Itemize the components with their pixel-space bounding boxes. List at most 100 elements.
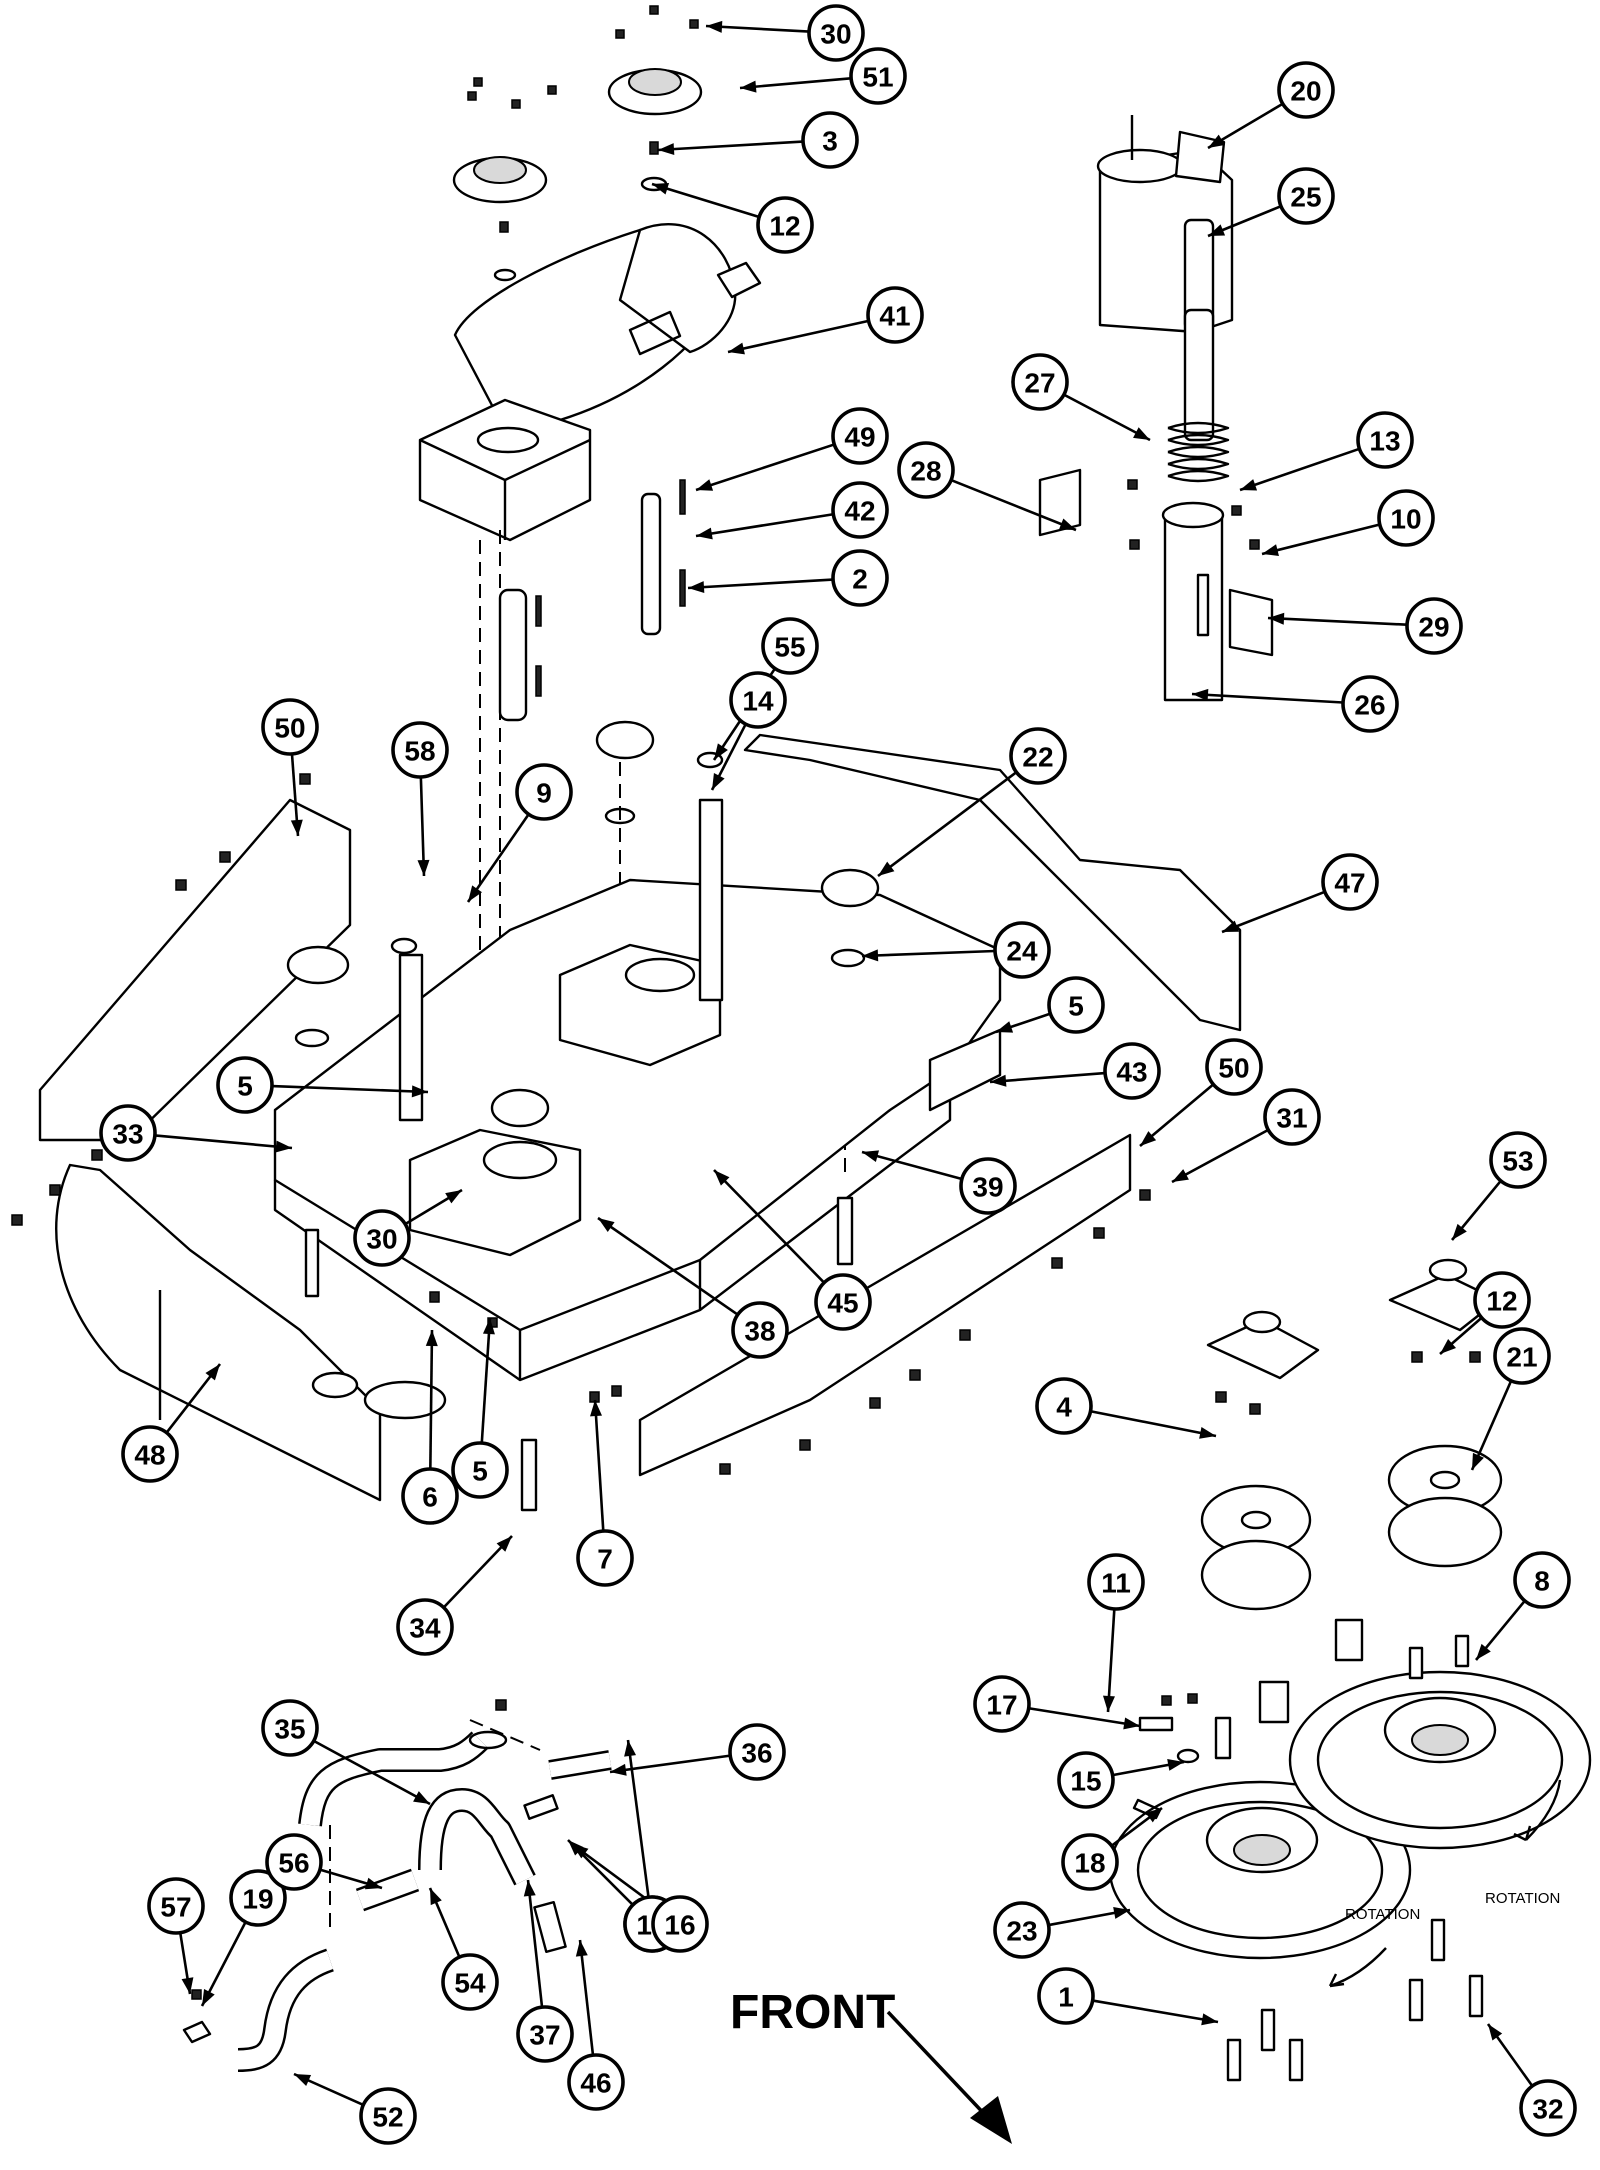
- leader-line-2: [687, 578, 834, 590]
- drive-plates: [1200, 1444, 1503, 1611]
- leader-arrowhead-45: [714, 1170, 730, 1186]
- hose-assembly: [182, 1699, 612, 2072]
- callout-bubble-41: 41: [866, 286, 924, 344]
- callout-circle-5c: [451, 1441, 509, 1499]
- leader-line-9: [466, 813, 530, 903]
- callout-number-47: 47: [1334, 868, 1365, 899]
- adjustment-knobs: [286, 720, 880, 1128]
- callout-bubble-6: 6: [401, 1467, 459, 1525]
- callout-circle-46: [567, 2053, 625, 2111]
- leader-arrowhead-49: [696, 479, 714, 491]
- leader-arrowhead-42: [696, 527, 713, 540]
- leader-line-42: [695, 512, 834, 538]
- motor-mount-box-left: [408, 1128, 582, 1257]
- leader-line-41: [727, 319, 869, 354]
- callout-bubble-1: 1: [1037, 1967, 1095, 2025]
- callout-bubble-31: 31: [1263, 1088, 1321, 1146]
- callout-number-11: 11: [1101, 1568, 1131, 1599]
- callout-circle-27: [1011, 353, 1069, 411]
- brush-hardware: [1132, 1351, 1484, 2082]
- leader-line-24: [861, 949, 996, 958]
- leader-arrowhead-41: [728, 342, 745, 355]
- callout-number-27: 27: [1024, 368, 1055, 399]
- callout-circle-1: [1037, 1967, 1095, 2025]
- leader-arrowhead-17: [1123, 1717, 1140, 1730]
- callout-circle-48: [121, 1425, 179, 1483]
- callout-number-20: 20: [1290, 76, 1321, 107]
- callout-bubble-38: 38: [731, 1301, 789, 1359]
- callout-number-48: 48: [134, 1440, 165, 1471]
- leader-arrowhead-50a: [290, 819, 303, 836]
- callout-number-42: 42: [844, 496, 875, 527]
- callout-circle-58: [391, 721, 449, 779]
- leader-line-13: [1239, 447, 1360, 492]
- deck-bolts: [304, 1196, 854, 1512]
- leader-line-27: [1063, 393, 1151, 442]
- leader-line-45: [713, 1169, 826, 1284]
- callout-number-46: 46: [580, 2068, 611, 2099]
- callout-bubble-24: 24: [993, 921, 1051, 979]
- callout-number-5c: 5: [472, 1456, 488, 1487]
- leader-line-31: [1171, 1128, 1269, 1184]
- leader-arrowhead-46: [575, 1940, 588, 1957]
- leader-arrowhead-5a: [996, 1021, 1014, 1033]
- callout-bubble-12a: 12: [756, 196, 814, 254]
- motor-mount-box-right: [558, 943, 722, 1067]
- callout-circle-26: [1341, 675, 1399, 733]
- callout-bubble-26: 26: [1341, 675, 1399, 733]
- callout-number-18: 18: [1074, 1848, 1105, 1879]
- callout-bubble-11: 11: [1087, 1553, 1145, 1611]
- leader-arrowhead-21: [1472, 1452, 1484, 1470]
- leader-line-38: [597, 1216, 739, 1316]
- callout-bubble-22: 22: [1009, 727, 1067, 785]
- callout-number-23: 23: [1006, 1916, 1037, 1947]
- leader-arrowhead-13: [1240, 479, 1258, 491]
- front-bracket: [928, 1028, 1002, 1112]
- leader-arrowhead-26: [1192, 688, 1209, 701]
- leader-arrowhead-8: [1476, 1643, 1491, 1660]
- brush-pad-driver-right: [1288, 1670, 1592, 1850]
- actuator-spring: [1167, 421, 1230, 483]
- leader-arrowhead-56: [364, 1877, 382, 1890]
- leader-arrowhead-54: [430, 1888, 442, 1906]
- callout-bubble-56: 56: [265, 1833, 323, 1891]
- callout-number-32: 32: [1532, 2094, 1563, 2125]
- callout-circle-35: [261, 1699, 319, 1757]
- callout-circle-49: [831, 407, 889, 465]
- leader-arrowhead-24: [862, 949, 879, 962]
- leader-arrowhead-6: [425, 1330, 438, 1347]
- leader-arrowhead-50b: [1140, 1131, 1157, 1146]
- callout-number-10: 10: [1390, 504, 1421, 535]
- leader-line-3: [657, 140, 804, 152]
- callout-number-33: 33: [112, 1119, 143, 1150]
- callout-number-1: 1: [1058, 1982, 1074, 2013]
- leader-arrowhead-3: [658, 143, 675, 156]
- callout-number-55: 55: [774, 632, 805, 663]
- callout-circle-13: [1356, 411, 1414, 469]
- callout-bubble-42: 42: [831, 481, 889, 539]
- leader-line-4: [1090, 1409, 1217, 1438]
- leader-line-37: [526, 1879, 544, 2008]
- leader-arrowhead-19: [202, 1989, 215, 2006]
- callout-circle-33: [99, 1104, 157, 1162]
- callout-number-28: 28: [910, 456, 941, 487]
- callout-number-54: 54: [454, 1968, 486, 1999]
- callout-bubble-2: 2: [831, 549, 889, 607]
- callout-bubble-9: 9: [515, 763, 573, 821]
- callout-circle-54: [441, 1953, 499, 2011]
- callout-bubble-8: 8: [1513, 1551, 1571, 1609]
- callout-bubble-50b: 50: [1205, 1038, 1263, 1096]
- callout-bubble-25: 25: [1277, 167, 1335, 225]
- callout-bubble-4: 4: [1035, 1377, 1093, 1435]
- callout-circle-15: [1057, 1751, 1115, 1809]
- callout-bubble-36: 36: [728, 1723, 786, 1781]
- leader-arrowhead-39: [862, 1150, 880, 1162]
- callout-number-43: 43: [1116, 1057, 1147, 1088]
- callout-circle-41: [866, 286, 924, 344]
- callout-bubble-58: 58: [391, 721, 449, 779]
- callout-circle-18: [1061, 1833, 1119, 1891]
- callout-circle-12a: [756, 196, 814, 254]
- callout-circle-50b: [1205, 1038, 1263, 1096]
- lift-actuator: [1096, 115, 1234, 442]
- callout-circle-55: [761, 617, 819, 675]
